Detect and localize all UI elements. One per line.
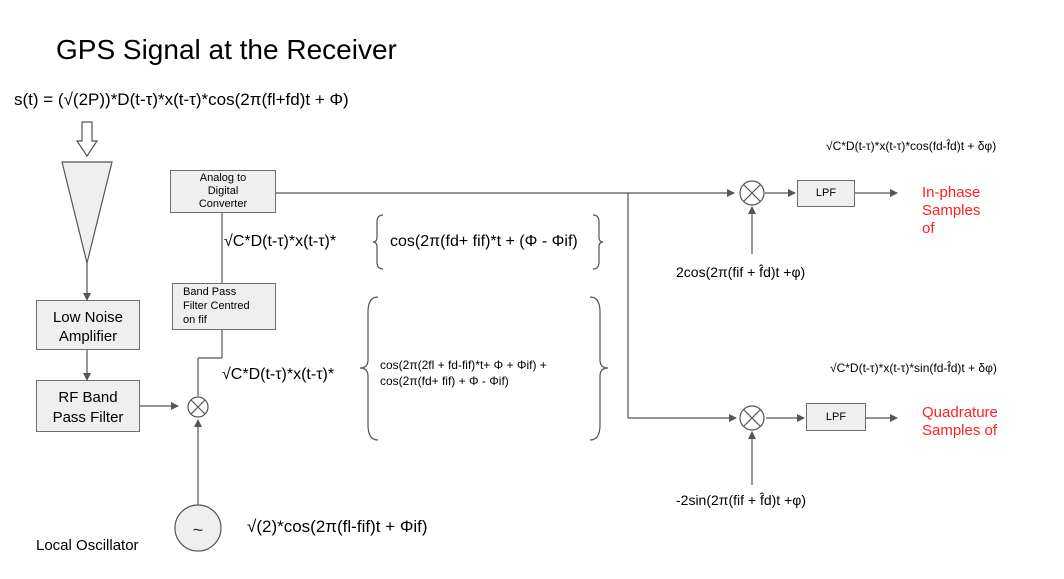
inphase-reference: 2cos(2π(fif + f̂d)t +φ) xyxy=(676,264,806,280)
mixer-equation-term1: cos(2π(2fl + fd-fif)*t+ Φ + Φif) + xyxy=(380,358,547,372)
mixer-equation-prefix: √C*D(t-τ)*x(t-τ)* xyxy=(222,366,335,383)
page-title: GPS Signal at the Receiver xyxy=(56,34,397,65)
inphase-label-line3: of xyxy=(922,220,935,237)
antenna-triangle xyxy=(61,161,113,264)
first-mixer-icon xyxy=(187,396,209,418)
lna-block: Low Noise Amplifier xyxy=(36,300,140,350)
signal-equation: s(t) = (√(2P))*D(t-τ)*x(t-τ)*cos(2π(fl+f… xyxy=(14,90,349,109)
brace-if-right xyxy=(592,214,604,270)
oscillator-symbol: ~ xyxy=(193,520,204,540)
rf-bandpass-filter-block: RF Band Pass Filter xyxy=(36,380,140,432)
if-bandpass-filter-block: Band Pass Filter Centred on fif xyxy=(172,283,276,330)
inphase-mixer-icon xyxy=(739,180,765,206)
if-equation-term: cos(2π(fd+ fif)*t + (Φ - Φif) xyxy=(390,233,578,250)
brace-mix-left xyxy=(359,296,379,441)
if-equation-prefix: √C*D(t-τ)*x(t-τ)* xyxy=(224,233,337,250)
inphase-label-line2: Samples xyxy=(922,202,981,219)
quadrature-label-line2: Samples of xyxy=(922,422,998,439)
inphase-output-equation: √C*D(t-τ)*x(t-τ)*cos(fd-f̂d)t + δφ) xyxy=(826,139,997,153)
mixer-equation-term2: cos(2π(fd+ fif) + Φ - Φif) xyxy=(380,374,509,388)
quadrature-mixer-icon xyxy=(739,405,765,431)
inphase-label-line1: In-phase xyxy=(922,184,981,201)
quadrature-reference: -2sin(2π(fif + f̂d)t +φ) xyxy=(676,492,806,508)
input-hollow-arrow xyxy=(75,121,99,158)
brace-if-left xyxy=(372,214,384,270)
oscillator-equation: √(2)*cos(2π(fl-fif)t + Φif) xyxy=(247,517,428,536)
oscillator-icon xyxy=(174,504,222,552)
quadrature-lpf-block: LPF xyxy=(806,403,866,431)
oscillator-label: Local Oscillator xyxy=(36,537,139,554)
inphase-lpf-block: LPF xyxy=(797,180,855,207)
quadrature-output-equation: √C*D(t-τ)*x(t-τ)*sin(fd-f̂d)t + δφ) xyxy=(830,361,997,375)
adc-block: Analog to Digital Converter xyxy=(170,170,276,213)
brace-mix-right xyxy=(589,296,609,441)
quadrature-label-line1: Quadrature xyxy=(922,404,998,421)
